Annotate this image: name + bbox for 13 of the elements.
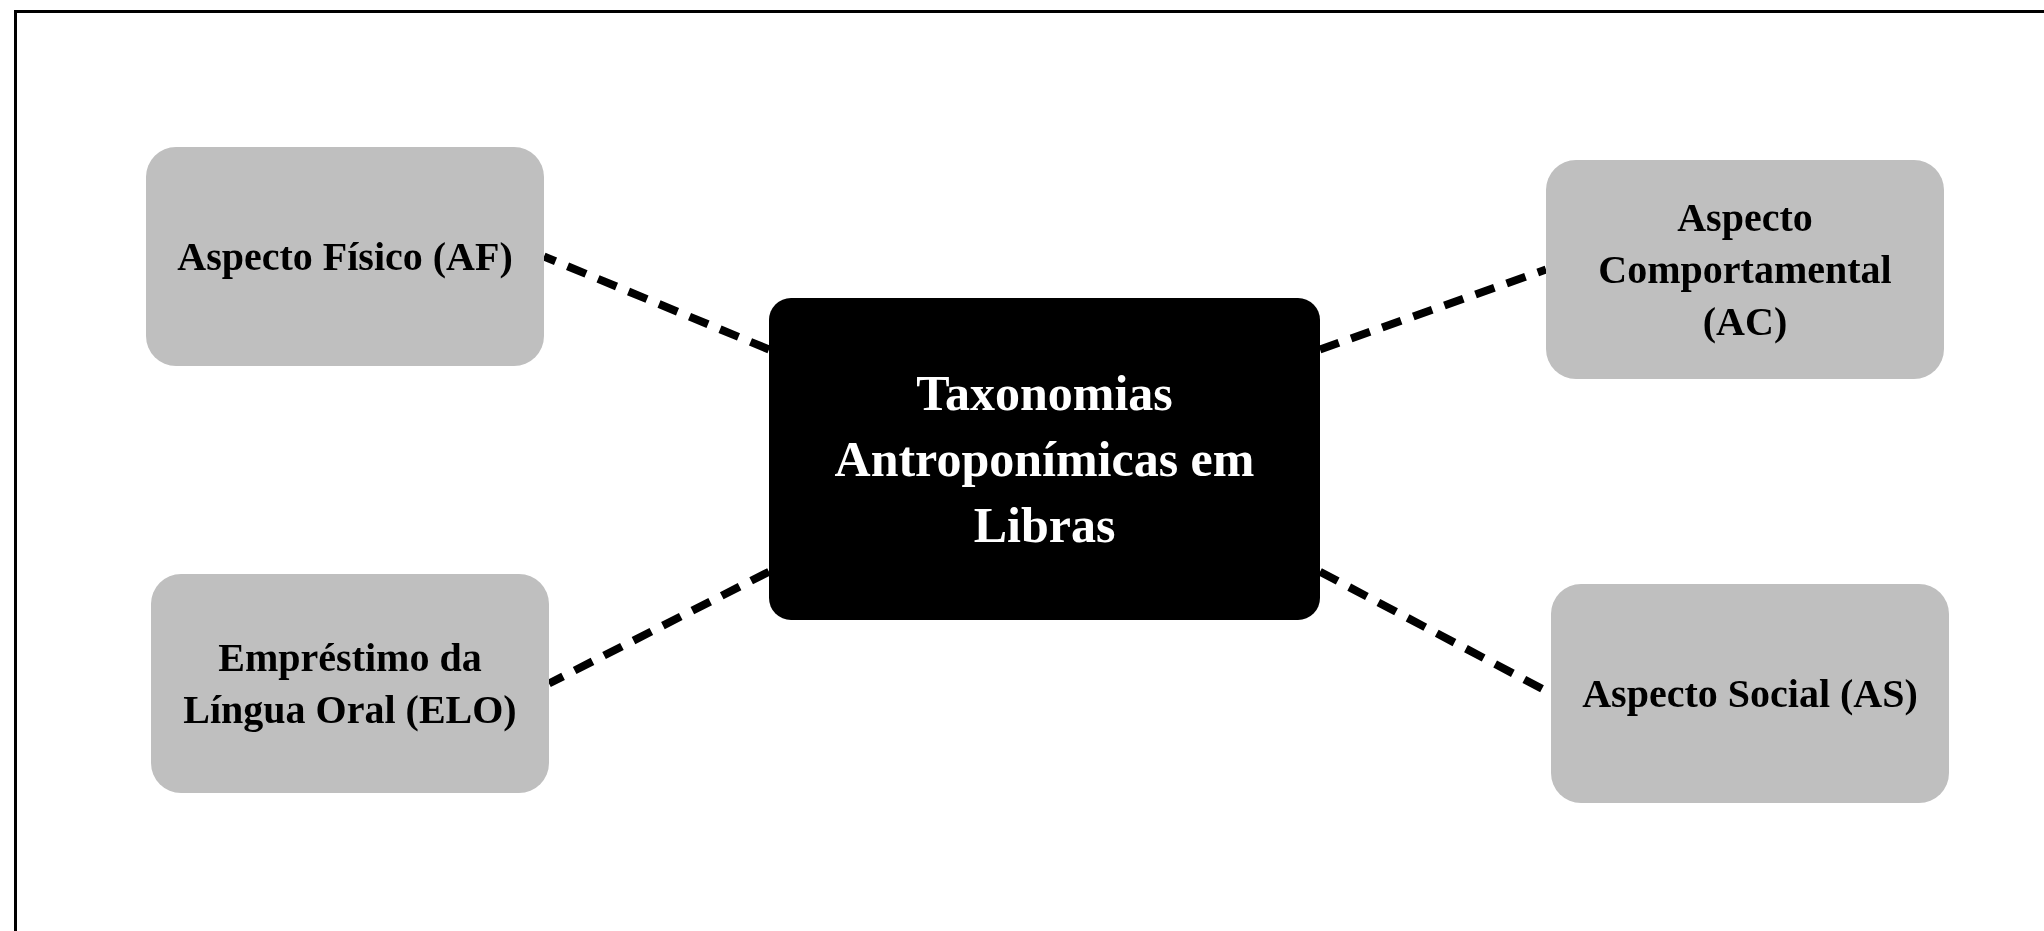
box-label: Aspecto Comportamental (AC) (1597, 193, 1893, 346)
box-label: Taxonomias Antroponímicas em Libras (833, 364, 1256, 555)
category-box (151, 574, 549, 793)
central-box (769, 298, 1320, 620)
dashed-connector (1318, 265, 1548, 354)
box-label: Aspecto Físico (AF) (177, 232, 513, 281)
category-box (1551, 584, 1949, 803)
box-label: Empréstimo da Língua Oral (ELO) (182, 633, 518, 734)
dashed-connector (542, 252, 771, 354)
box-label: Aspecto Social (AS) (1582, 669, 1918, 718)
dashed-connector (547, 568, 771, 688)
category-box (146, 147, 544, 366)
category-box (1546, 160, 1944, 379)
